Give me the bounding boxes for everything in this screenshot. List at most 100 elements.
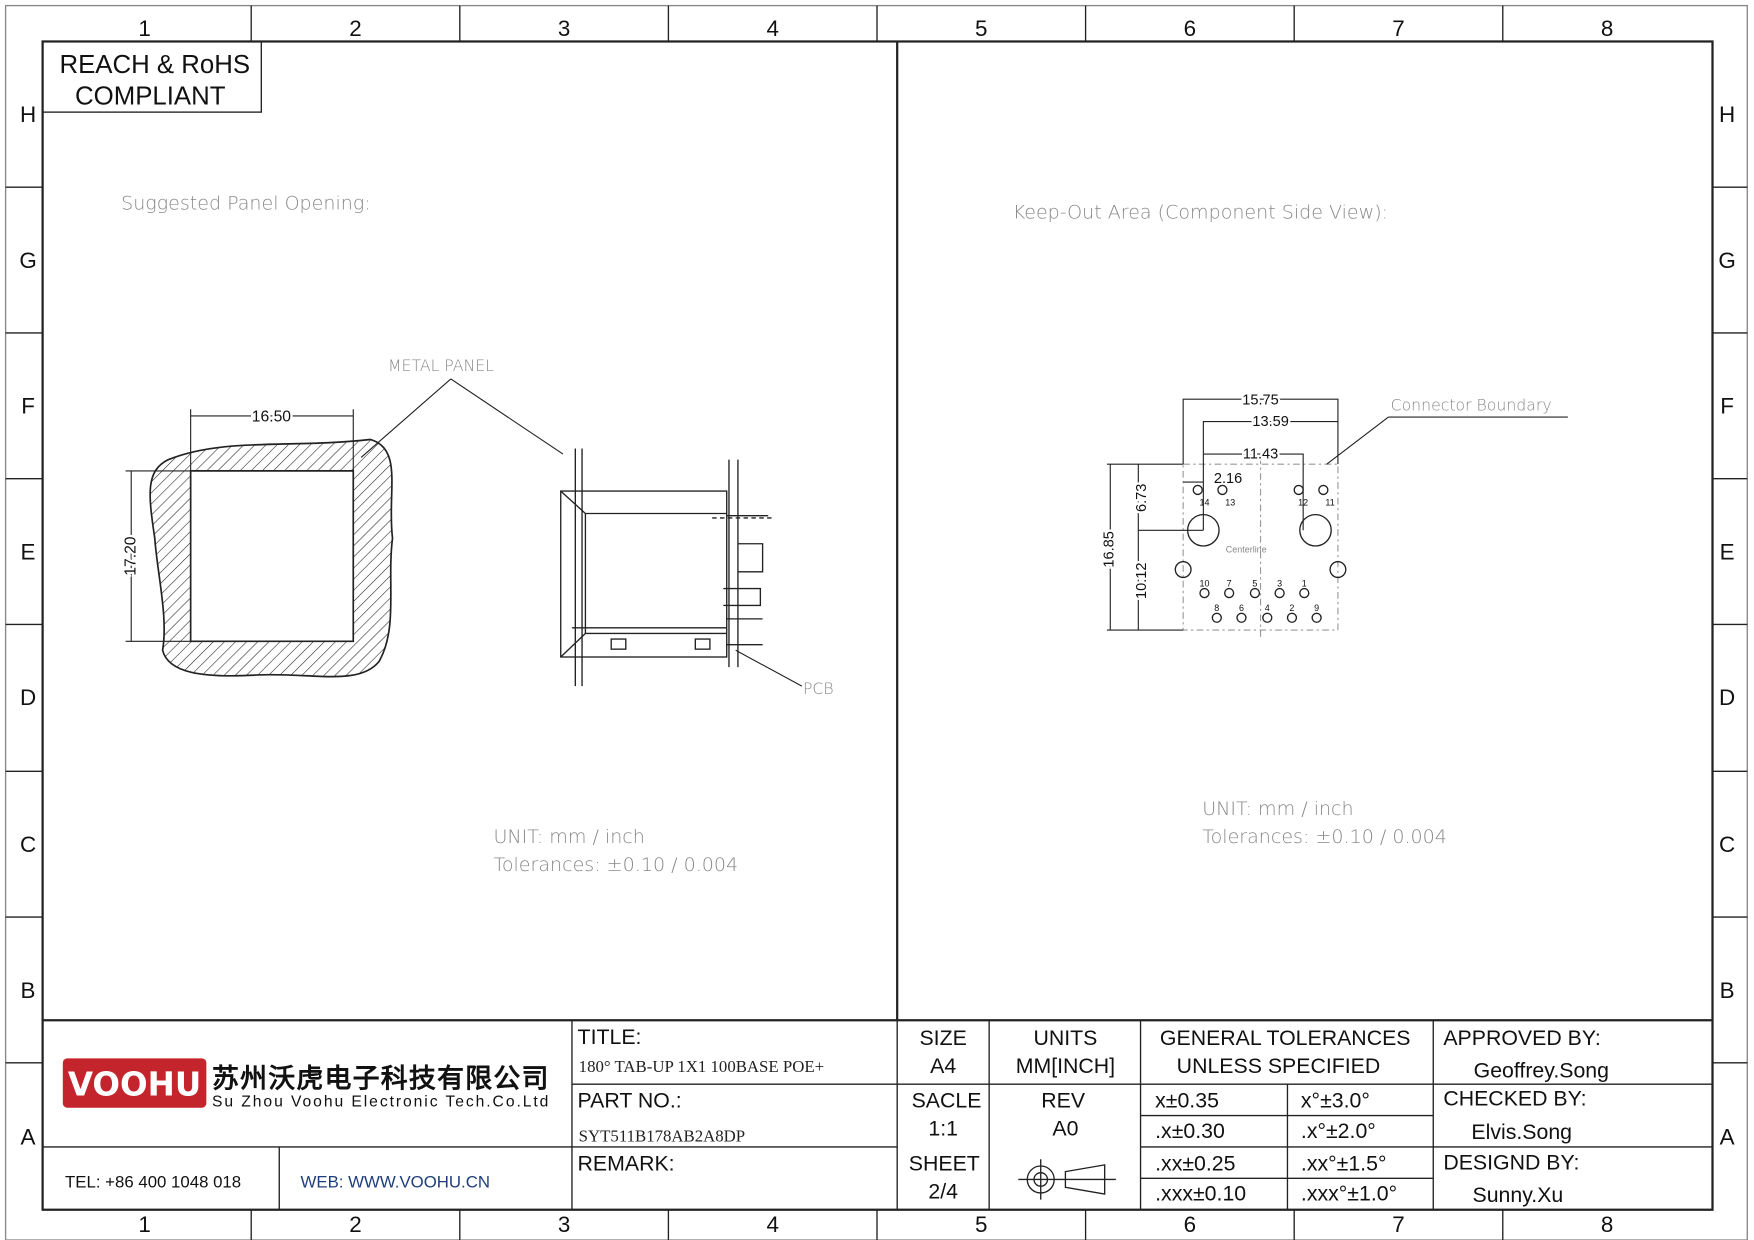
checked-value: Elvis.Song bbox=[1471, 1120, 1572, 1144]
left-unit: UNIT: mm / inch bbox=[493, 826, 644, 848]
col-label: 6 bbox=[1184, 1212, 1196, 1237]
row-label: A bbox=[21, 1125, 36, 1150]
pin-label: 8 bbox=[1214, 603, 1219, 613]
tol-header1: GENERAL TOLERANCES bbox=[1160, 1026, 1411, 1050]
col-label: 7 bbox=[1392, 16, 1404, 41]
pin-label: 12 bbox=[1298, 498, 1308, 508]
compliance-box: REACH & RoHS COMPLIANT bbox=[41, 40, 262, 113]
row-label: G bbox=[19, 248, 36, 273]
part-label: PART NO.: bbox=[578, 1089, 682, 1113]
web-link[interactable]: WEB: WWW.VOOHU.CN bbox=[301, 1172, 490, 1191]
row-labels-right: H G F E D C B A bbox=[1718, 102, 1735, 1149]
pin-label: 4 bbox=[1265, 603, 1270, 613]
left-tolerance: Tolerances: ±0.10 / 0.004 bbox=[493, 854, 738, 876]
col-label: 8 bbox=[1601, 16, 1613, 41]
dim-height bbox=[125, 470, 191, 642]
connector-side-view bbox=[560, 448, 774, 687]
left-heading: Suggested Panel Opening: bbox=[121, 193, 371, 215]
boundary-leader bbox=[1326, 416, 1568, 465]
col-label: 2 bbox=[349, 1212, 361, 1237]
company-name-cn: 苏州沃虎电子科技有限公司 bbox=[212, 1064, 548, 1095]
centerline-label: Centerline bbox=[1226, 545, 1267, 555]
company-name-en: Su Zhou Voohu Electronic Tech.Co.Ltd bbox=[212, 1094, 548, 1111]
remark-label: REMARK: bbox=[578, 1151, 675, 1175]
approved-value: Geoffrey.Song bbox=[1474, 1058, 1609, 1082]
pin-label: 6 bbox=[1239, 603, 1244, 613]
tol-angular-1: .x°±2.0° bbox=[1301, 1119, 1376, 1143]
pin-label: 1 bbox=[1302, 578, 1307, 588]
row-label: H bbox=[20, 102, 36, 127]
compliance-line1: REACH & RoHS bbox=[59, 51, 250, 79]
col-label: 8 bbox=[1601, 1212, 1613, 1237]
metal-panel-leader bbox=[360, 378, 564, 458]
units-value: MM[INCH] bbox=[1016, 1054, 1115, 1078]
rev-value: A0 bbox=[1052, 1117, 1078, 1141]
right-heading: Keep-Out Area (Component Side View): bbox=[1013, 202, 1388, 224]
row-label: C bbox=[20, 832, 36, 857]
tel: TEL: +86 400 1048 018 bbox=[65, 1172, 241, 1191]
pcb-leader bbox=[735, 649, 803, 687]
dim-15-75: 15.75 bbox=[1242, 393, 1278, 409]
size-value: A4 bbox=[930, 1054, 956, 1078]
pin-label: 9 bbox=[1314, 603, 1319, 613]
col-label: 6 bbox=[1184, 16, 1196, 41]
col-label: 2 bbox=[349, 16, 361, 41]
row-labels-left: H G F E D C B A bbox=[19, 102, 36, 1149]
keep-out-view: Keep-Out Area (Component Side View): Cen… bbox=[1013, 202, 1568, 848]
units-label: UNITS bbox=[1033, 1026, 1097, 1050]
pin-label: 3 bbox=[1277, 578, 1282, 588]
row-label: D bbox=[20, 685, 36, 710]
approved-label: APPROVED BY: bbox=[1443, 1026, 1600, 1050]
row-label: C bbox=[1719, 832, 1735, 857]
col-label: 7 bbox=[1392, 1212, 1404, 1237]
pcb-label: PCB bbox=[803, 679, 834, 698]
title-block: VOOHU 苏州沃虎电子科技有限公司 Su Zhou Voohu Electro… bbox=[42, 1019, 1713, 1210]
dim-2-16: 2.16 bbox=[1214, 471, 1242, 487]
col-label: 5 bbox=[975, 16, 987, 41]
row-label: A bbox=[1720, 1125, 1735, 1150]
mounting-holes bbox=[1174, 513, 1347, 579]
right-unit: UNIT: mm / inch bbox=[1202, 798, 1353, 820]
pin-label: 13 bbox=[1225, 498, 1235, 508]
row-label: F bbox=[21, 394, 35, 419]
scale-label: SACLE bbox=[912, 1089, 982, 1113]
row-label: H bbox=[1719, 102, 1735, 127]
logo-text: VOOHU bbox=[68, 1065, 201, 1103]
column-labels-top: 1 2 3 4 5 6 7 8 bbox=[138, 16, 1613, 41]
compliance-line2: COMPLIANT bbox=[75, 82, 226, 110]
tol-linear-1: .x±0.30 bbox=[1155, 1119, 1225, 1143]
title-value: 180° TAB-UP 1X1 100BASE POE+ bbox=[579, 1057, 824, 1076]
dimension-labels: 15.75 13.59 11.43 2.16 16.85 6.73 10.12 bbox=[1099, 390, 1291, 601]
checked-label: CHECKED BY: bbox=[1443, 1086, 1586, 1110]
column-labels-bottom: 1 2 3 4 5 6 7 8 bbox=[138, 1212, 1613, 1237]
tol-linear-0: x±0.35 bbox=[1155, 1089, 1219, 1113]
col-label: 1 bbox=[138, 16, 150, 41]
row-label: E bbox=[1720, 539, 1735, 564]
row-label: F bbox=[1720, 394, 1734, 419]
row-label: E bbox=[21, 539, 36, 564]
dim-height-label: 17.20 bbox=[123, 536, 140, 576]
scale-value: 1:1 bbox=[928, 1117, 958, 1141]
boundary-label: Connector Boundary bbox=[1391, 395, 1552, 414]
sheet-label: SHEET bbox=[909, 1151, 980, 1175]
pin-label: 2 bbox=[1289, 603, 1294, 613]
col-label: 3 bbox=[558, 16, 570, 41]
zone-dividers bbox=[5, 5, 1748, 1240]
dim-16-85: 16.85 bbox=[1102, 531, 1118, 567]
col-label: 3 bbox=[558, 1212, 570, 1237]
pin-label: 5 bbox=[1252, 578, 1257, 588]
title-label: TITLE: bbox=[578, 1025, 642, 1049]
voohu-logo bbox=[62, 1058, 207, 1108]
pin-label: 10 bbox=[1199, 578, 1209, 588]
designed-label: DESIGND BY: bbox=[1443, 1150, 1579, 1174]
dim-13-59: 13.59 bbox=[1252, 414, 1288, 430]
col-label: 1 bbox=[138, 1212, 150, 1237]
row-label: D bbox=[1719, 685, 1735, 710]
dim-6-73: 6.73 bbox=[1134, 484, 1150, 512]
dim-11-43: 11.43 bbox=[1243, 447, 1278, 463]
projection-symbol-icon bbox=[1018, 1159, 1116, 1200]
tol-angular-2: .xx°±1.5° bbox=[1301, 1151, 1387, 1175]
pin-label: 11 bbox=[1325, 498, 1334, 508]
dim-width-label: 16.50 bbox=[252, 409, 292, 426]
row-label: B bbox=[21, 978, 36, 1003]
